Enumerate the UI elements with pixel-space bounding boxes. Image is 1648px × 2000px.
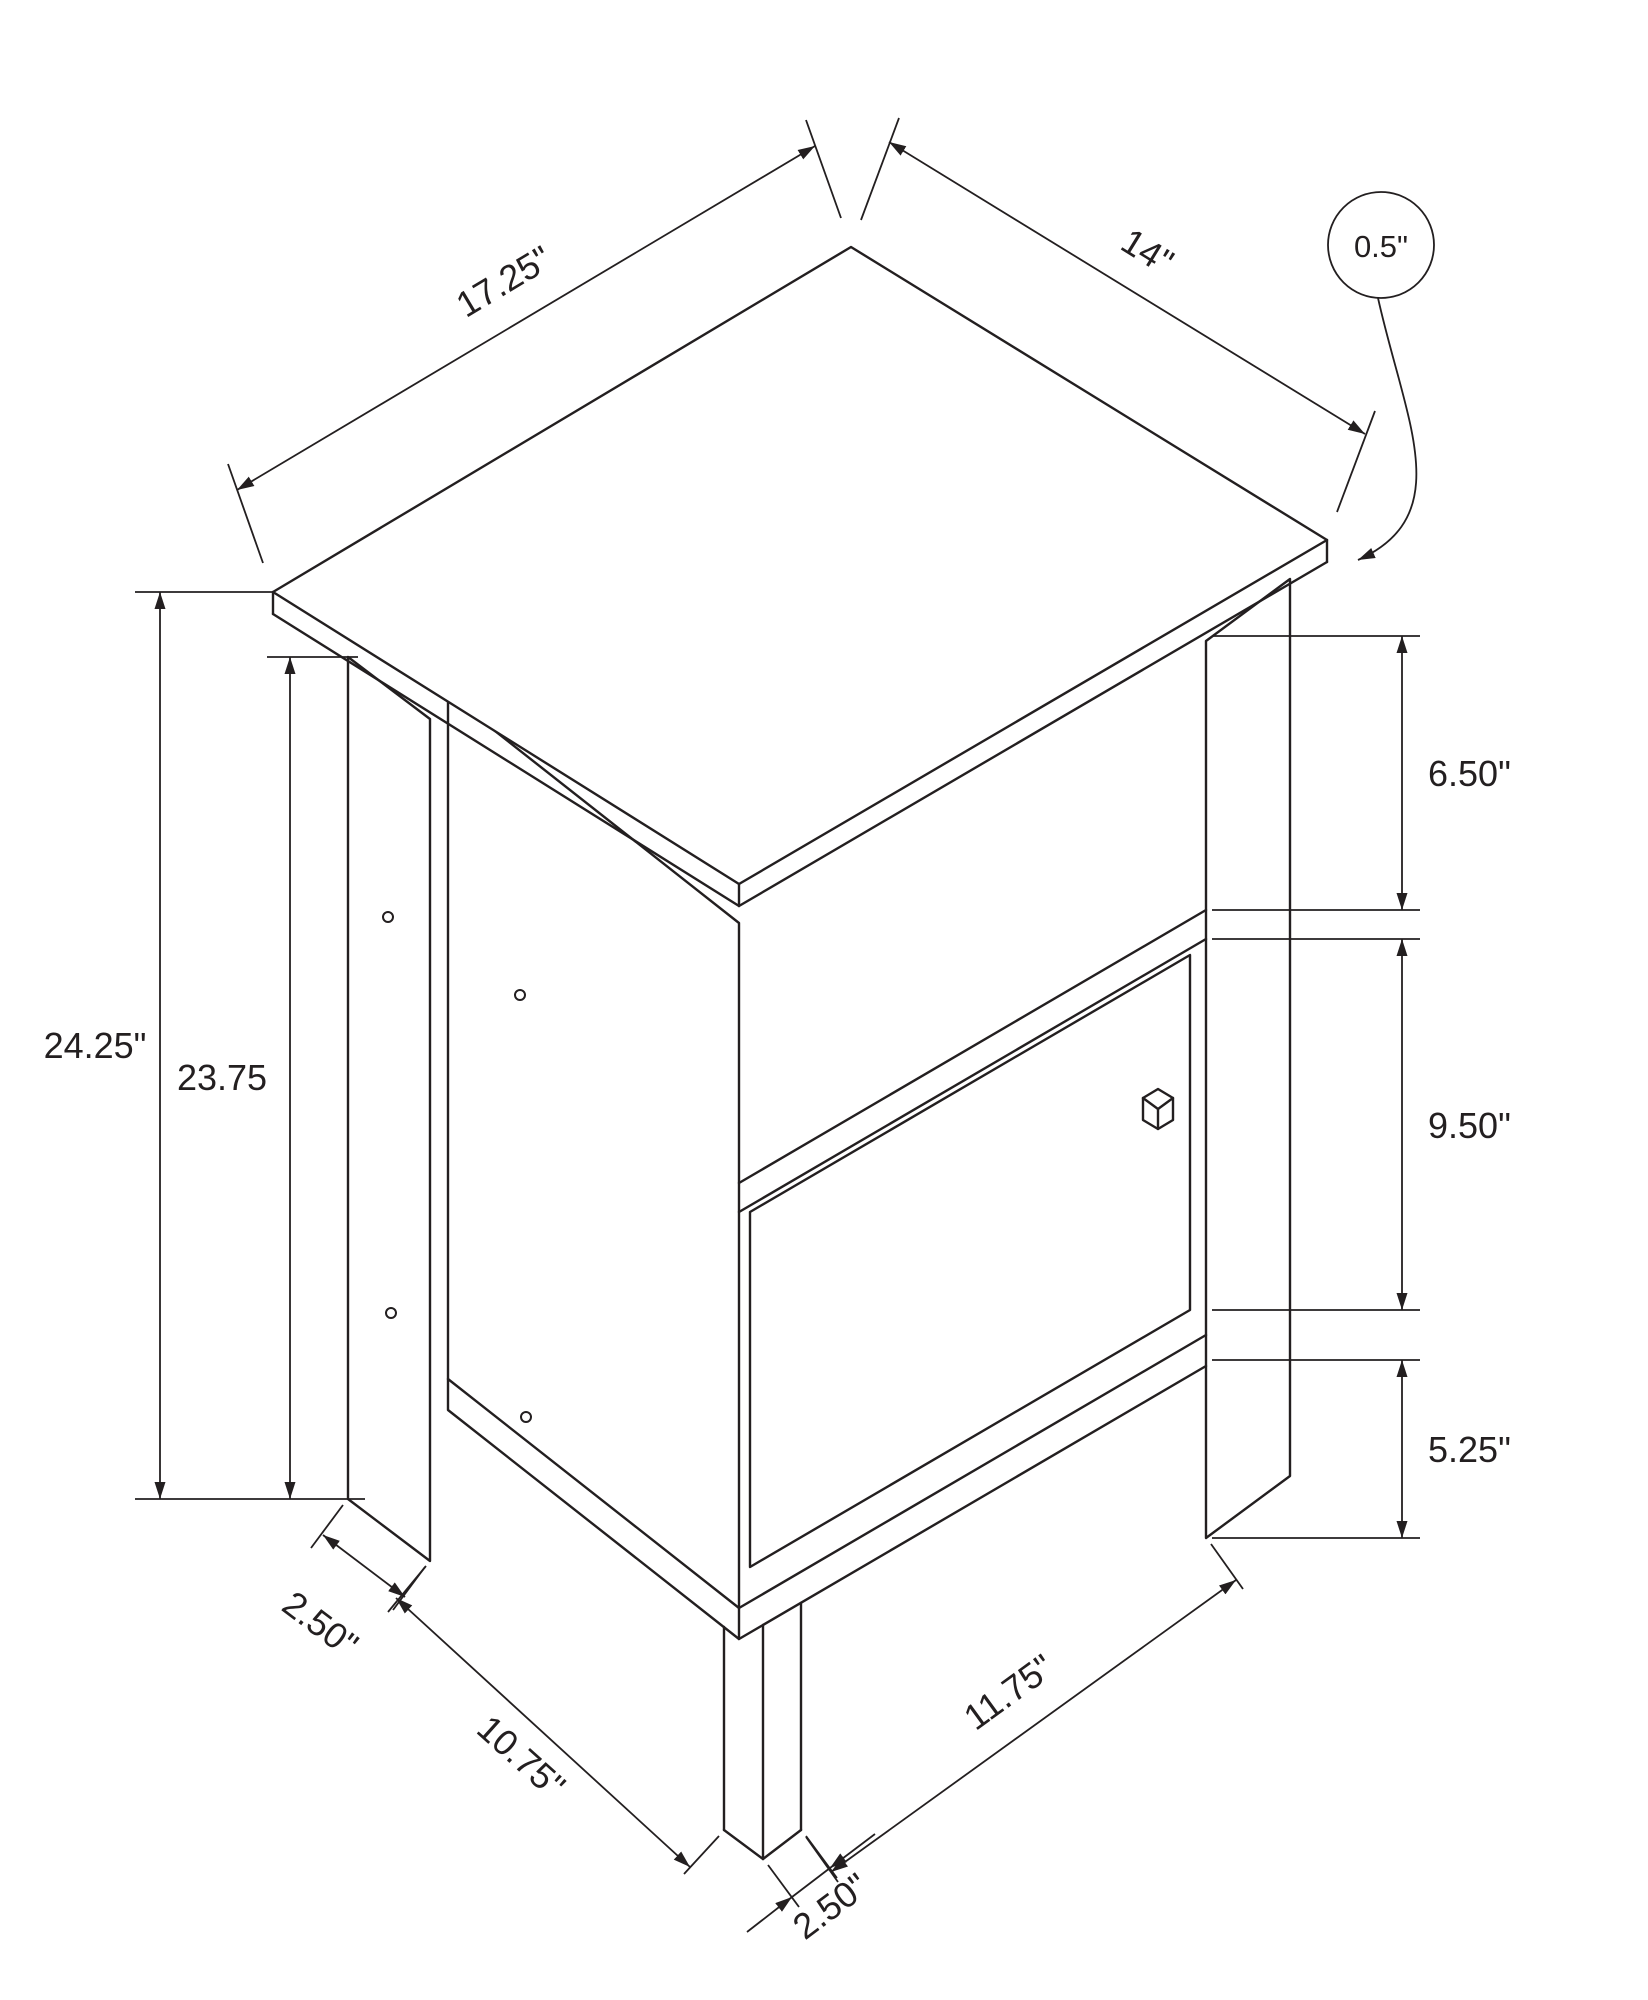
dimension-line [395, 1597, 691, 1868]
top-depth-label: 17.25" [449, 237, 558, 325]
top-thickness-left-edge [271, 612, 741, 908]
front-leg-width-label: 2.50" [785, 1865, 876, 1948]
shelf-top-edge [737, 908, 1208, 1185]
right-leg-face [1204, 577, 1292, 1540]
door-height-label: 9.50" [1428, 1105, 1511, 1146]
extension-line [1210, 1543, 1244, 1590]
leg-height-label: 23.75 [177, 1057, 267, 1098]
overall-height-label: 24.25" [44, 1025, 147, 1066]
dimension-line [888, 141, 1366, 435]
extension-line [310, 1504, 344, 1549]
extension-line [805, 119, 842, 219]
callout-circle [1327, 191, 1435, 299]
knob-edge [1156, 1096, 1175, 1111]
extension-line [860, 117, 900, 221]
dimension-line [746, 1896, 793, 1933]
top-thickness-label: 0.5" [1354, 229, 1408, 264]
dimension-line [830, 1579, 1237, 1873]
callout-leader [1357, 297, 1418, 561]
door-panel [748, 953, 1192, 1569]
extension-line [767, 1864, 800, 1908]
extension-line [683, 1835, 720, 1875]
left-leg-face [346, 655, 432, 1563]
dim-base-clearance: 5.25" [1212, 1359, 1511, 1539]
left-base-span-label: 10.75" [469, 1707, 573, 1806]
extension-line [227, 463, 264, 564]
top-thickness-right-edge [737, 560, 1329, 908]
base-clearance-label: 5.25" [1428, 1429, 1511, 1470]
cabinet-door [748, 953, 1192, 1569]
dimension-line [322, 1534, 406, 1598]
dimension-line [829, 1833, 876, 1869]
bottom-rail-top-edge [737, 1333, 1208, 1610]
door-knob-icon [1141, 1087, 1175, 1131]
left-leg-depth-label: 2.50" [275, 1583, 366, 1666]
dimension-line [236, 145, 816, 491]
top-width-label: 14" [1114, 220, 1180, 283]
screw-hole-icon [520, 1411, 532, 1423]
opening-height-label: 6.50" [1428, 753, 1511, 794]
dimension-line [791, 1867, 831, 1898]
front-leg-bottom-left-edge [722, 1828, 765, 1861]
right-rear-leg [1204, 577, 1292, 1540]
extension-line [387, 1565, 427, 1613]
screw-hole-icon [385, 1307, 397, 1319]
front-leg [722, 1601, 803, 1861]
shelf-bottom-edge [737, 937, 1208, 1214]
dim-front-base-span: 11.75" [805, 1543, 1244, 1883]
dim-door-height: 9.50" [1212, 938, 1511, 1311]
extension-line [1336, 410, 1376, 513]
screw-hole-icon [514, 989, 526, 1001]
bottom-rail-bottom-edge [737, 1364, 1208, 1641]
front-base-span-label: 11.75" [956, 1646, 1061, 1738]
side-panel-bottom-rail-line [446, 1377, 741, 1610]
knob-edge [1141, 1096, 1160, 1111]
dim-front-leg-width: 2.50" [746, 1833, 876, 1948]
dim-overall-height: 24.25" [44, 591, 365, 1500]
dim-opening-height: 6.50" [1212, 635, 1511, 911]
dim-top-thickness: 0.5" [1327, 191, 1435, 561]
shelf [737, 908, 1208, 1214]
front-leg-bottom-right-edge [761, 1828, 803, 1861]
dim-leg-height: 23.75 [177, 656, 358, 1499]
dim-left-base-span: 10.75" [387, 1565, 720, 1875]
extension-line [805, 1835, 838, 1879]
bottom-rail [737, 1333, 1208, 1641]
screw-hole-icon [382, 911, 394, 923]
left-front-leg [346, 655, 432, 1563]
